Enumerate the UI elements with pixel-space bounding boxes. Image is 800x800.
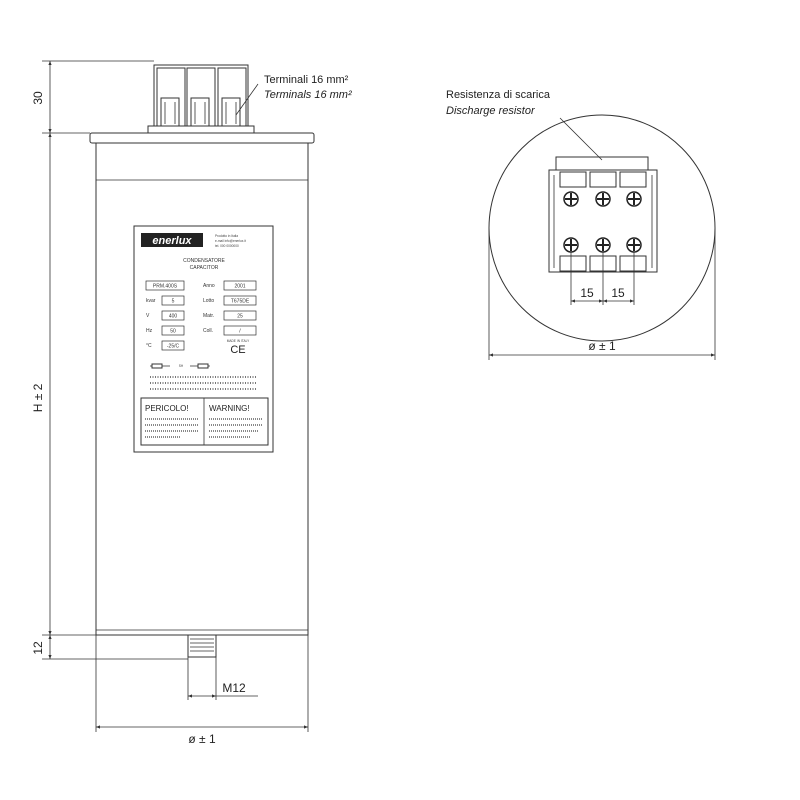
nameplate-field-label: V [146,313,150,319]
schematic-symbol: SH [150,363,210,369]
svg-text:Prodotto in Italia: Prodotto in Italia [215,234,238,238]
nameplate-field-value: 50 [170,329,176,335]
nameplate-field-value: PRM.400S [153,284,178,290]
nameplate-title-en: CAPACITOR [190,265,219,271]
ce-mark: CE [230,344,245,356]
nameplate-field-box [223,295,257,306]
nameplate-field-value: 2001 [234,284,245,290]
nameplate-field-label: Coll. [203,328,213,334]
svg-text:e-mail info@enerlux.it: e-mail info@enerlux.it [215,239,246,243]
dim-diameter-bottom: ø ± 1 [188,732,216,746]
warning-title: WARNING! [209,404,250,413]
dim-top-height: 30 [31,91,45,105]
nameplate-field-label: °C [146,343,152,349]
nameplate-field-value: / [239,329,241,335]
nameplate-field-value: 25 [237,314,243,320]
nameplate-field-box [223,280,257,291]
dim-spacing-right: 15 [611,286,625,300]
terminals-callout: Terminali 16 mm² Terminals 16 mm² [235,74,352,116]
dim-bottom-height: 12 [31,641,45,655]
terminal-screw [626,237,642,253]
nameplate-field-label: Anno [203,283,215,289]
nameplate-field-label: Matr. [203,313,214,319]
svg-text:tel. 000 0000000: tel. 000 0000000 [215,244,239,248]
nameplate-field-box [145,280,185,291]
resistor-callout: Resistenza di scarica Discharge resistor [446,89,603,161]
nameplate-field-label: kvar [146,298,156,304]
nameplate-field-box [161,310,185,321]
nameplate-field-box [223,325,257,336]
terminal-screw [563,191,579,207]
terminal-screw [595,237,611,253]
dim-spacing-left: 15 [580,286,594,300]
nameplate-field-box [161,340,185,351]
dim-body-height: H ± 2 [31,383,45,412]
dim-thread: M12 [222,681,246,695]
danger-title: PERICOLO! [145,404,189,413]
capacitor-lid [89,132,315,144]
thread-dimension: M12 [187,657,258,700]
terminal-screw [595,191,611,207]
nameplate-field-label: Hz [146,328,153,334]
terminal-screw [626,191,642,207]
callout-resistor-it: Resistenza di scarica [446,89,551,101]
danger-box [140,397,269,446]
nameplate-field-label: Lotto [203,298,214,304]
top-view: Resistenza di scarica Discharge resistor… [446,89,716,360]
nameplate-field-value: T675DE [231,299,250,305]
callout-terminals-en: Terminals 16 mm² [264,89,352,101]
side-view: enerlux Prodotto in Italia e-mail info@e… [31,60,352,746]
nameplate-field-value: -25/C [167,344,180,350]
terminal-block [147,64,255,136]
terminal-spacing-dimension: 15 15 [570,252,635,305]
vertical-dimensions: 30 H ± 2 12 [31,60,188,660]
terminal-screw [563,237,579,253]
nameplate-field-value: 400 [169,314,178,320]
nameplate-fields: PRM.400S Anno 2001 kvar 5 Lotto T675DE V 400 Matr… [145,280,257,351]
nameplate-title-it: CONDENSATORE [183,258,225,264]
terminal-block-top [548,156,658,273]
nameplate-field-value: 5 [172,299,175,305]
callout-terminals-it: Terminali 16 mm² [264,74,349,86]
callout-resistor-en: Discharge resistor [446,105,536,117]
svg-text:SH: SH [179,364,184,368]
nameplate: enerlux Prodotto in Italia e-mail info@e… [133,225,274,453]
nameplate-field-box [223,310,257,321]
nameplate-field-box [161,325,185,336]
diameter-dimension-bottom: ø ± 1 [95,635,309,746]
nameplate-field-box [161,295,185,306]
mounting-stud [187,634,217,658]
diameter-dimension-top: ø ± 1 [488,228,716,360]
brand-logo: enerlux [152,235,192,247]
svg-text:MADE IN ITALY: MADE IN ITALY [227,339,250,343]
dim-diameter-right: ø ± 1 [588,339,616,353]
